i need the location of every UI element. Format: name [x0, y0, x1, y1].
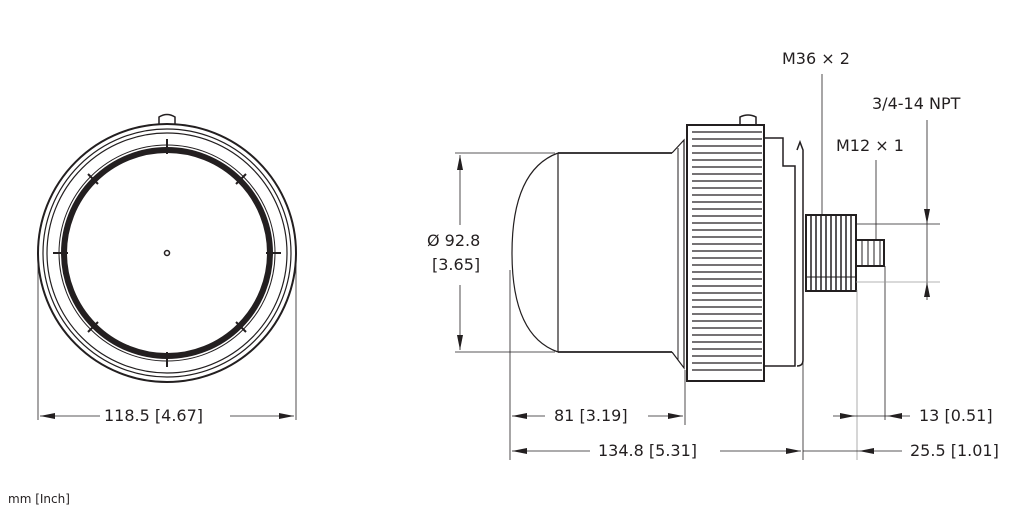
units-note: mm [Inch]: [6, 490, 72, 508]
front-view: [37, 113, 297, 420]
thread-length-dimension: 25.5 [1.01]: [908, 441, 1001, 460]
thread-m12-callout: M12 × 1: [834, 136, 906, 155]
overall-length-dimension: 134.8 [5.31]: [596, 441, 699, 460]
thread-npt-callout: 3/4-14 NPT: [870, 94, 963, 113]
side-dimensions: [455, 74, 940, 460]
front-width-dimension: 118.5 [4.67]: [102, 406, 205, 425]
diameter-dimension-inch: [3.65]: [430, 255, 483, 274]
connector-length-dimension: 13 [0.51]: [917, 406, 995, 425]
body-length-dimension: 81 [3.19]: [552, 406, 630, 425]
side-view: [511, 114, 885, 382]
thread-m36-callout: M36 × 2: [780, 49, 852, 68]
diameter-dimension-mm: Ø 92.8: [425, 231, 483, 250]
